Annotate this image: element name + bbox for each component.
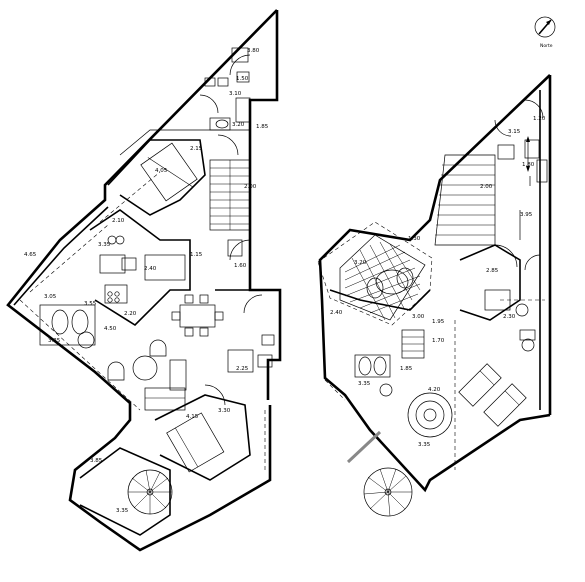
kitchen (89, 209, 191, 327)
dimension-label: 1.50 (236, 76, 249, 82)
dimension-label: 2.40 (330, 310, 343, 316)
left-floor-plan: 3.80 1.50 3.10 3.20 1.85 2.15 4.05 2.00 … (6, 9, 282, 552)
dimension-label: 3.80 (247, 48, 260, 54)
dimension-label: 3.15 (508, 129, 521, 135)
dimension-label: 2.15 (190, 146, 203, 152)
dimension-label: 3.05 (44, 294, 57, 300)
dimension-label: 2.20 (124, 311, 137, 317)
dining-table (171, 294, 224, 337)
dimension-label: 1.80 (522, 162, 535, 168)
dimension-label: 3.20 (232, 122, 245, 128)
pergola (339, 234, 426, 321)
dimension-label: 3.30 (218, 408, 231, 414)
dimension-label: 3.95 (520, 212, 533, 218)
dimension-label: 2.00 (244, 184, 257, 190)
north-arrow: Norte (534, 16, 556, 49)
dimension-label: 4.15 (186, 414, 199, 420)
dimension-label: 1.30 (408, 236, 421, 242)
dimension-label: 3.10 (229, 91, 242, 97)
dimension-label: 1.70 (432, 338, 445, 344)
dimension-label: 3.55 (84, 301, 97, 307)
dimension-label: 3.35 (116, 508, 129, 514)
dimension-label: 2.10 (112, 218, 125, 224)
dimension-label: 3.35 (48, 338, 61, 344)
sun-loungers (458, 363, 527, 427)
dimension-label: 2.40 (144, 266, 157, 272)
dimension-label: 1.20 (533, 116, 546, 122)
living-room (39, 304, 187, 411)
dimension-label: 3.35 (358, 381, 371, 387)
dimension-label: 3.20 (354, 260, 367, 266)
lower-bedroom (154, 334, 275, 481)
dimension-label: 1.85 (400, 366, 413, 372)
north-label: Norte (540, 43, 553, 49)
left-spiral-staircase (127, 469, 173, 515)
dimension-label: 1.95 (432, 319, 445, 325)
dimension-label: 4.20 (428, 387, 441, 393)
dimension-label: 4.50 (104, 326, 117, 332)
small-steps (401, 329, 425, 359)
right-staircase (434, 154, 496, 246)
dimension-label: 1.60 (234, 263, 247, 269)
upper-staircase (209, 159, 251, 231)
dimension-label: 3.35 (98, 242, 111, 248)
dimension-label: 1.85 (256, 124, 269, 130)
dimension-label: 2.00 (480, 184, 493, 190)
dimension-label: 2.25 (236, 366, 249, 372)
dimension-label: 4.05 (155, 168, 168, 174)
right-floor-plan: 1.20 3.15 1.80 2.00 3.95 1.30 3.20 2.85 … (317, 74, 552, 517)
dimension-label: 2.85 (486, 268, 499, 274)
dimension-label: 3.35 (418, 442, 431, 448)
dimension-label: 4.65 (24, 252, 37, 258)
dimension-label: 2.30 (503, 314, 516, 320)
jacuzzi (407, 392, 453, 438)
dimension-label: 3.00 (412, 314, 425, 320)
dimension-label: 3.85 (90, 458, 103, 464)
dimension-label: 1.15 (190, 252, 203, 258)
right-spiral-staircase (363, 467, 413, 517)
